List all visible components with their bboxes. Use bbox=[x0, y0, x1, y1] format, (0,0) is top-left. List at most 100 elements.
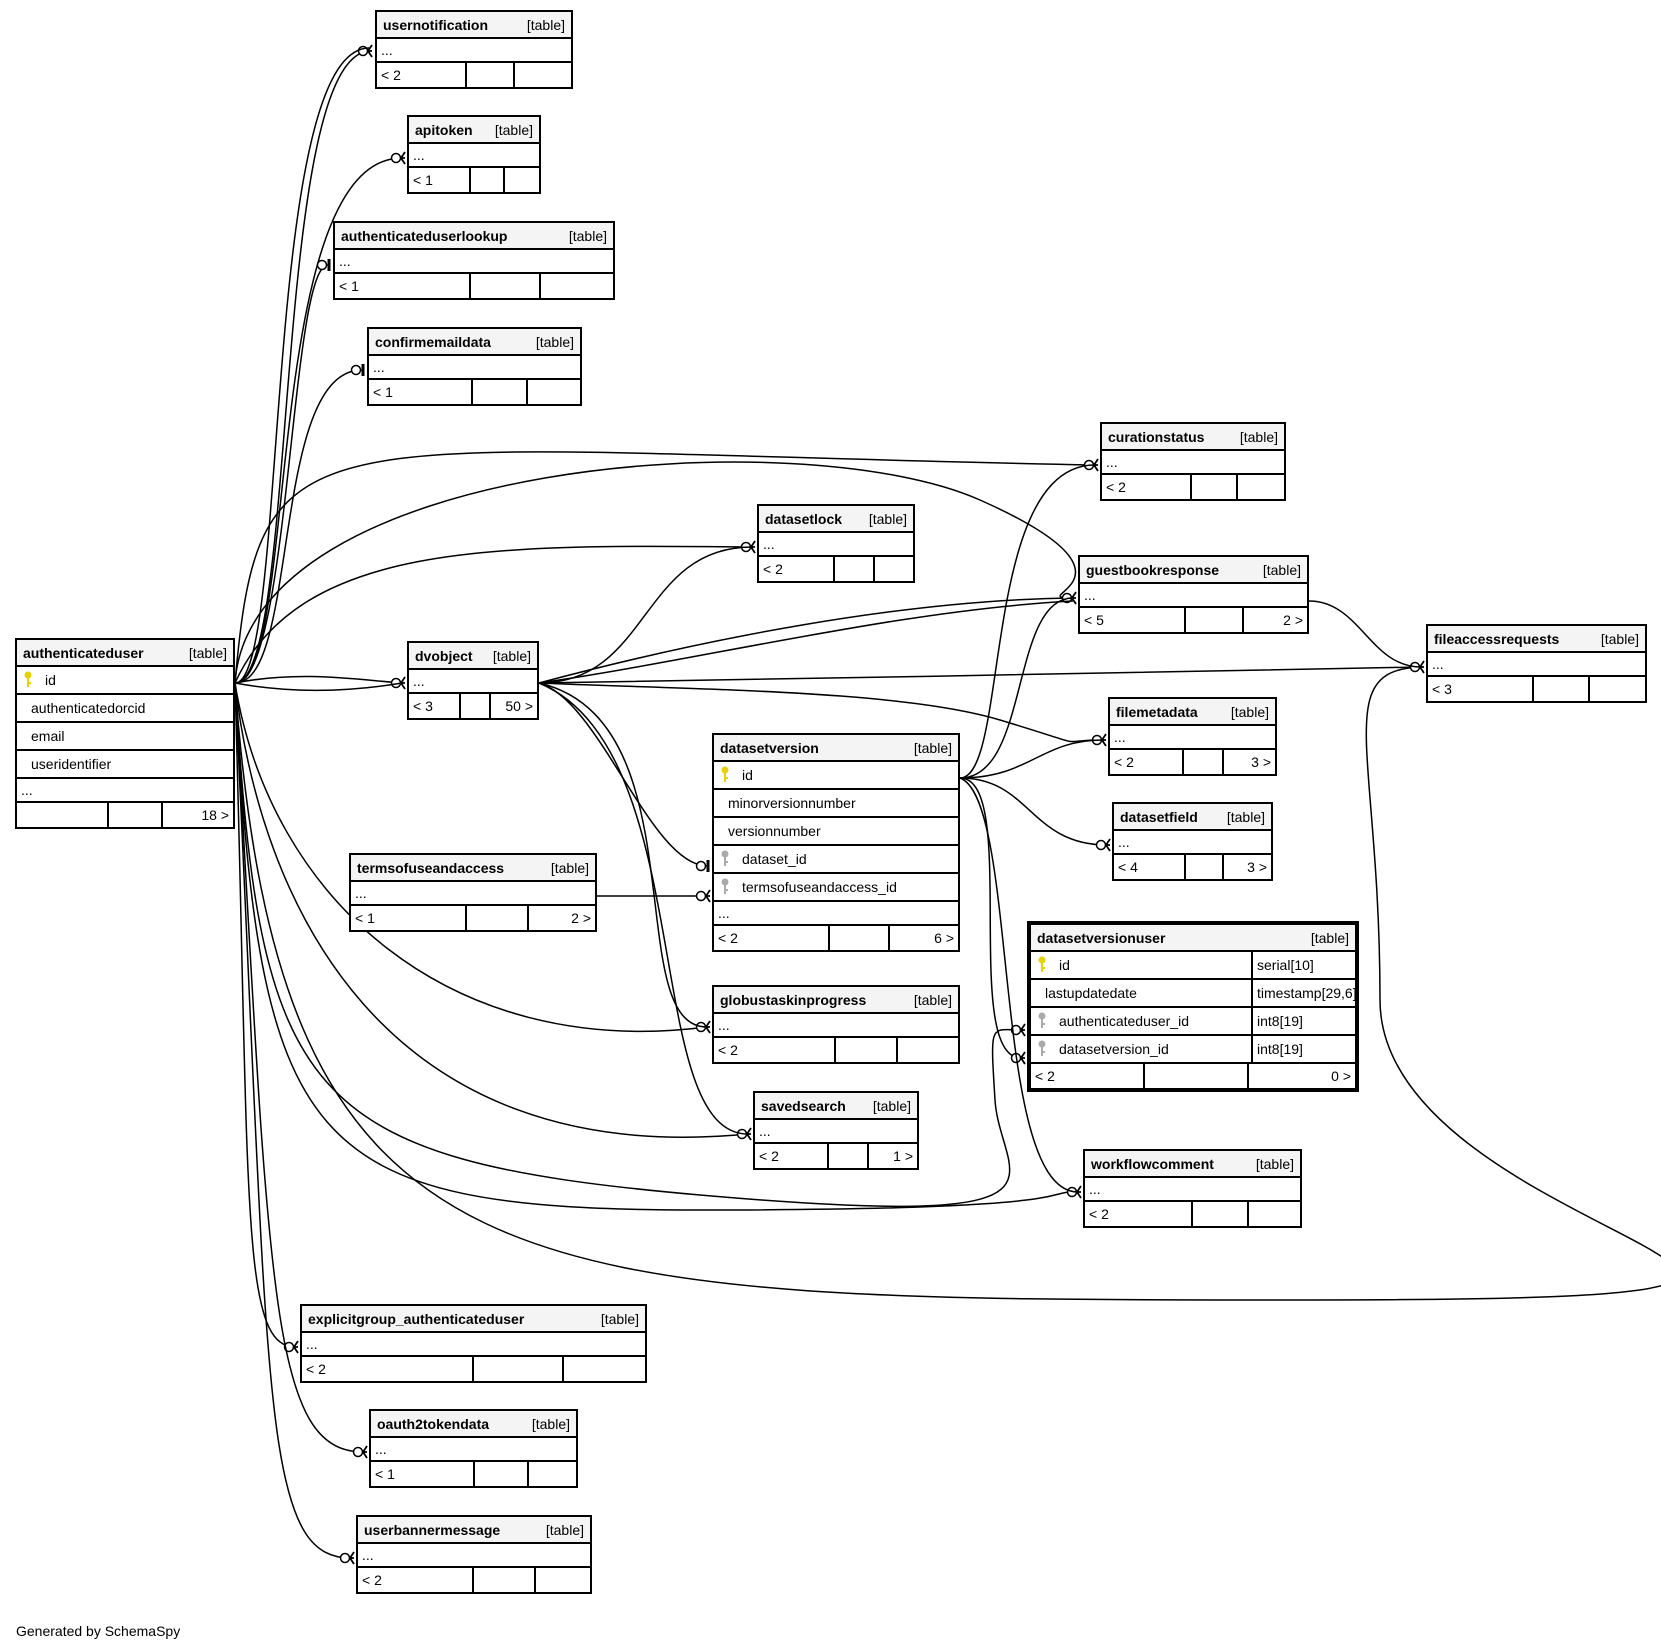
table-name[interactable]: confirmemaildata bbox=[375, 333, 491, 350]
more-columns-ellipsis[interactable]: ... bbox=[1110, 726, 1275, 750]
table-header[interactable]: datasetversionuser[table] bbox=[1031, 925, 1355, 952]
table-name[interactable]: datasetversion bbox=[720, 739, 819, 756]
parents-count[interactable]: < 2 bbox=[377, 63, 467, 87]
table-header[interactable]: dvobject[table] bbox=[409, 643, 537, 670]
table-oauth2tokendata[interactable]: oauth2tokendata[table]...< 1 bbox=[369, 1409, 578, 1488]
more-columns-ellipsis[interactable]: ... bbox=[17, 779, 233, 803]
more-columns-ellipsis[interactable]: ... bbox=[1080, 584, 1307, 608]
table-workflowcomment[interactable]: workflowcomment[table]...< 2 bbox=[1083, 1149, 1302, 1228]
parents-count[interactable]: < 2 bbox=[755, 1144, 829, 1168]
column-row[interactable]: id bbox=[714, 762, 958, 790]
table-header[interactable]: oauth2tokendata[table] bbox=[371, 1411, 576, 1438]
table-name[interactable]: userbannermessage bbox=[364, 1521, 501, 1538]
children-count[interactable]: 3 > bbox=[1247, 859, 1267, 875]
more-columns-ellipsis[interactable]: ... bbox=[351, 882, 595, 906]
table-filemetadata[interactable]: filemetadata[table]...< 2 3 > bbox=[1108, 697, 1277, 776]
parents-count[interactable]: < 2 bbox=[302, 1357, 474, 1381]
children-count[interactable] bbox=[505, 168, 539, 192]
table-header[interactable]: guestbookresponse[table] bbox=[1080, 557, 1307, 584]
table-termsofuseandaccess[interactable]: termsofuseandaccess[table]...< 1 2 > bbox=[349, 853, 597, 932]
more-columns-ellipsis[interactable]: ... bbox=[755, 1120, 917, 1144]
table-header[interactable]: confirmemaildata[table] bbox=[369, 329, 580, 356]
column-row[interactable]: termsofuseandaccess_id bbox=[714, 874, 958, 902]
children-count[interactable] bbox=[1249, 1202, 1300, 1226]
more-columns-ellipsis[interactable]: ... bbox=[371, 1438, 576, 1462]
children-count[interactable]: 6 > bbox=[934, 930, 954, 946]
children-count[interactable] bbox=[564, 1357, 645, 1381]
table-name[interactable]: dvobject bbox=[415, 647, 473, 664]
parents-count[interactable]: < 3 bbox=[409, 694, 461, 718]
parents-count[interactable]: < 1 bbox=[369, 380, 473, 404]
table-header[interactable]: usernotification[table] bbox=[377, 12, 571, 39]
table-name[interactable]: datasetversionuser bbox=[1037, 929, 1166, 946]
parents-count[interactable]: < 2 bbox=[358, 1568, 474, 1592]
children-count[interactable] bbox=[1238, 475, 1284, 499]
parents-count[interactable]: < 1 bbox=[409, 168, 471, 192]
parents-count[interactable]: < 2 bbox=[714, 1038, 836, 1062]
table-header[interactable]: explicitgroup_authenticateduser[table] bbox=[302, 1306, 645, 1333]
children-count[interactable] bbox=[1590, 677, 1645, 701]
table-name[interactable]: usernotification bbox=[383, 16, 489, 33]
table-apitoken[interactable]: apitoken[table]...< 1 bbox=[407, 115, 541, 194]
children-count[interactable]: 50 > bbox=[505, 698, 533, 714]
children-count[interactable] bbox=[898, 1038, 958, 1062]
children-count[interactable] bbox=[515, 63, 571, 87]
more-columns-ellipsis[interactable]: ... bbox=[335, 250, 613, 274]
table-header[interactable]: authenticateduserlookup[table] bbox=[335, 223, 613, 250]
table-explicitgroup-authenticateduser[interactable]: explicitgroup_authenticateduser[table]..… bbox=[300, 1304, 647, 1383]
children-count[interactable]: 2 > bbox=[571, 910, 591, 926]
parents-count[interactable]: < 1 bbox=[371, 1462, 475, 1486]
column-row[interactable]: versionnumber bbox=[714, 818, 958, 846]
more-columns-ellipsis[interactable]: ... bbox=[759, 533, 913, 557]
table-header[interactable]: datasetlock[table] bbox=[759, 506, 913, 533]
table-name[interactable]: explicitgroup_authenticateduser bbox=[308, 1310, 525, 1327]
table-name[interactable]: filemetadata bbox=[1116, 703, 1198, 720]
more-columns-ellipsis[interactable]: ... bbox=[369, 356, 580, 380]
table-header[interactable]: apitoken[table] bbox=[409, 117, 539, 144]
parents-count[interactable]: < 1 bbox=[351, 906, 467, 930]
more-columns-ellipsis[interactable]: ... bbox=[377, 39, 571, 63]
column-row[interactable]: id bbox=[17, 667, 233, 695]
column-row[interactable]: minorversionnumber bbox=[714, 790, 958, 818]
column-row[interactable]: authenticatedorcid bbox=[17, 695, 233, 723]
column-row[interactable]: email bbox=[17, 723, 233, 751]
parents-count[interactable]: < 2 bbox=[1110, 750, 1184, 774]
table-header[interactable]: workflowcomment[table] bbox=[1085, 1151, 1300, 1178]
table-header[interactable]: datasetfield[table] bbox=[1114, 804, 1271, 831]
table-name[interactable]: apitoken bbox=[415, 121, 473, 138]
table-name[interactable]: oauth2tokendata bbox=[377, 1415, 490, 1432]
children-count[interactable] bbox=[541, 274, 613, 298]
parents-count[interactable]: < 1 bbox=[335, 274, 471, 298]
parents-count[interactable]: < 2 bbox=[1031, 1064, 1145, 1088]
more-columns-ellipsis[interactable]: ... bbox=[302, 1333, 645, 1357]
table-authenticateduserlookup[interactable]: authenticateduserlookup[table]...< 1 bbox=[333, 221, 615, 300]
table-header[interactable]: authenticateduser[table] bbox=[17, 640, 233, 667]
table-header[interactable]: userbannermessage[table] bbox=[358, 1517, 590, 1544]
parents-count[interactable]: < 5 bbox=[1080, 608, 1186, 632]
children-count[interactable]: 3 > bbox=[1251, 754, 1271, 770]
table-name[interactable]: authenticateduserlookup bbox=[341, 227, 508, 244]
table-usernotification[interactable]: usernotification[table]...< 2 bbox=[375, 10, 573, 89]
table-name[interactable]: workflowcomment bbox=[1091, 1155, 1214, 1172]
table-globustaskinprogress[interactable]: globustaskinprogress[table]...< 2 bbox=[712, 985, 960, 1064]
children-count[interactable]: 0 > bbox=[1331, 1068, 1351, 1084]
table-header[interactable]: termsofuseandaccess[table] bbox=[351, 855, 595, 882]
more-columns-ellipsis[interactable]: ... bbox=[1114, 831, 1271, 855]
children-count[interactable] bbox=[536, 1568, 590, 1592]
table-name[interactable]: globustaskinprogress bbox=[720, 991, 867, 1008]
more-columns-ellipsis[interactable]: ... bbox=[714, 1014, 958, 1038]
table-name[interactable]: termsofuseandaccess bbox=[357, 859, 505, 876]
children-count[interactable] bbox=[529, 1462, 576, 1486]
children-count[interactable] bbox=[875, 557, 913, 581]
table-header[interactable]: filemetadata[table] bbox=[1110, 699, 1275, 726]
parents-count[interactable]: < 3 bbox=[1428, 677, 1534, 701]
parents-count[interactable]: < 2 bbox=[759, 557, 835, 581]
